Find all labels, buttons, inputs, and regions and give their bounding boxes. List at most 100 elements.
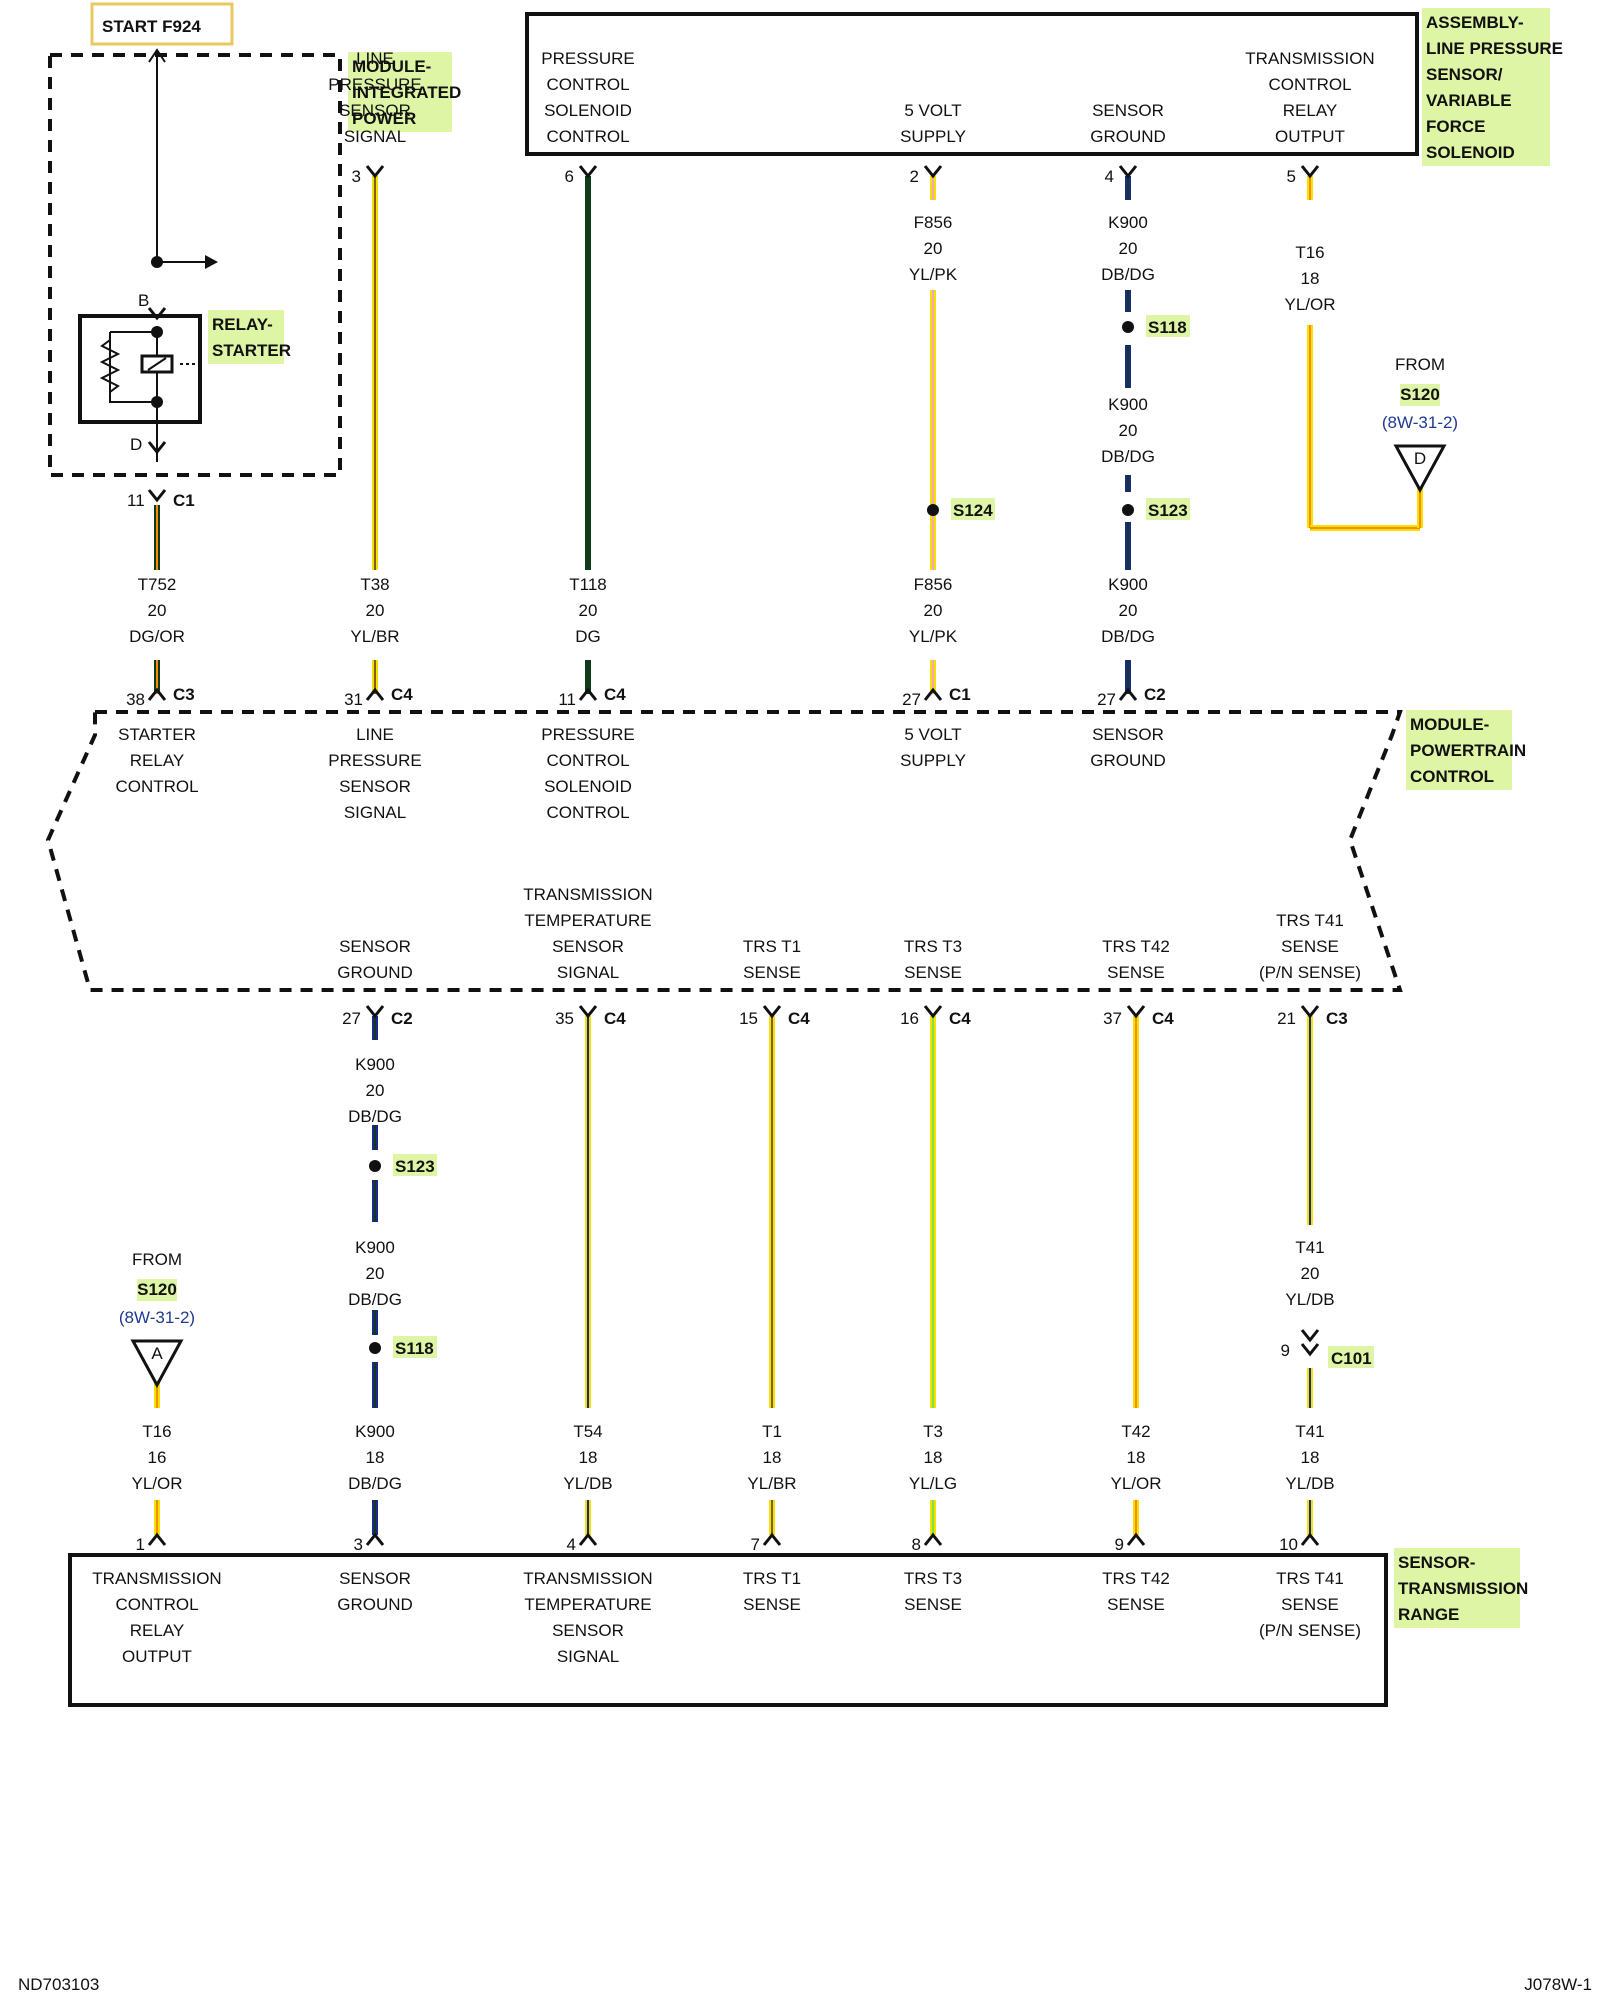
trs-pin-number: 9 <box>1115 1535 1124 1554</box>
pcm-top-pin-number: 38 <box>126 690 145 709</box>
pcm-bottom-pin-mark <box>365 1005 385 1019</box>
wire-label-t16-bot: 16 <box>148 1448 167 1467</box>
trs-title: TRANSMISSION <box>1398 1579 1528 1598</box>
wire-label-t16-top: 18 <box>1301 269 1320 288</box>
trs-pin-mark <box>365 1532 385 1546</box>
pcm-top-pin-label: SOLENOID <box>544 777 632 796</box>
pcm-bottom-pin-number: 21 <box>1277 1009 1296 1028</box>
trs-pin-number: 8 <box>912 1535 921 1554</box>
lps-pin-label: SENSOR <box>339 101 411 120</box>
wire-label-k900-5: K900 <box>355 1238 395 1257</box>
wire-label-k900-4: 20 <box>366 1081 385 1100</box>
wire-label-t38: T38 <box>360 575 389 594</box>
lps-pin-label: SENSOR <box>1092 101 1164 120</box>
pcm-bottom-pin-label: TRANSMISSION <box>523 885 652 904</box>
wire-label-t752: 20 <box>148 601 167 620</box>
pcm-bottom-conn: C4 <box>604 1009 626 1028</box>
pcm-outline <box>45 710 1403 992</box>
offpage-d-triangle <box>1393 444 1447 494</box>
offpage-d-from: FROM <box>1395 355 1445 374</box>
lps-title: LINE PRESSURE <box>1426 39 1563 58</box>
pcm-top-pin-label: CONTROL <box>546 803 629 822</box>
wire-label-t1: YL/BR <box>747 1474 796 1493</box>
wire-label-t41-bot: 18 <box>1301 1448 1320 1467</box>
pcm-bottom-pin-label: TRS T41 <box>1276 911 1344 930</box>
pcm-title-highlight <box>1406 710 1512 790</box>
trs-pin-label: SIGNAL <box>557 1647 619 1666</box>
trs-pin-label: TRS T41 <box>1276 1569 1344 1588</box>
relay-outline <box>78 314 202 424</box>
offpage-d-splice: S120 <box>1400 385 1440 404</box>
pcm-top-conn: C4 <box>604 685 626 704</box>
pcm-top-pin-label: SENSOR <box>339 777 411 796</box>
pcm-top-conn: C1 <box>949 685 971 704</box>
lps-outline <box>525 12 1419 156</box>
pcm-top-pin-number: 11 <box>558 690 576 709</box>
relay-resistor <box>99 339 121 393</box>
wire-label-k900-6: K900 <box>355 1422 395 1441</box>
relay-pin-d-mark <box>147 441 167 455</box>
tipm-title: INTEGRATED <box>352 83 461 102</box>
trs-pin-mark <box>578 1532 598 1546</box>
lps-pin-number: 5 <box>1287 167 1296 186</box>
pcm-bottom-pin-number: 35 <box>555 1009 574 1028</box>
splice-s118-top-dot <box>1122 321 1134 333</box>
pcm-bottom-pin-label: SENSOR <box>552 937 624 956</box>
wire-label-t41-top: T41 <box>1295 1238 1324 1257</box>
wire-label-k900-5: 20 <box>366 1264 385 1283</box>
pcm-title: MODULE- <box>1410 715 1489 734</box>
pcm-title: CONTROL <box>1410 767 1494 786</box>
lps-pin-label: 5 VOLT <box>904 101 961 120</box>
lps-pin-number: 3 <box>352 167 361 186</box>
pcm-bottom-pin-label: TRS T3 <box>904 937 962 956</box>
pcm-bottom-pin-number: 37 <box>1103 1009 1122 1028</box>
trs-pin-mark <box>147 1532 167 1546</box>
lps-title-highlight <box>1422 8 1550 166</box>
pcm-top-pin-number: 27 <box>902 690 921 709</box>
pcm-bottom-pin-label: SENSE <box>904 963 962 982</box>
wire-label-k900-5: DB/DG <box>348 1290 402 1309</box>
trs-pin-label: CONTROL <box>115 1595 198 1614</box>
trs-pin-number: 4 <box>567 1535 576 1554</box>
lps-pin-number: 2 <box>910 167 919 186</box>
wire-label-f856-bot: YL/PK <box>909 627 958 646</box>
trs-pin-label: OUTPUT <box>122 1647 192 1666</box>
pcm-top-conn: C4 <box>391 685 413 704</box>
wire-label-k900-3: K900 <box>1108 575 1148 594</box>
wire-label-t3: YL/LG <box>909 1474 957 1493</box>
trs-pin-mark <box>762 1532 782 1546</box>
pcm-top-pin-mark <box>1118 687 1138 701</box>
lps-pin-label: RELAY <box>1283 101 1338 120</box>
trs-pin-label: TRS T1 <box>743 1569 801 1588</box>
pcm-bottom-pin-mark <box>762 1005 782 1019</box>
splice-s118-top: S118 <box>1148 318 1187 337</box>
trs-pin-label: SENSE <box>743 1595 801 1614</box>
offpage-d-splice-highlight <box>1400 384 1440 406</box>
pcm-bottom-pin-label: TRS T1 <box>743 937 801 956</box>
component-outlines <box>45 2 1419 1707</box>
offpage-a-ref: (8W-31-2) <box>119 1308 195 1327</box>
pcm-bottom-conn: C2 <box>391 1009 413 1028</box>
lps-pin-number: 6 <box>565 167 574 186</box>
trs-title-highlight <box>1394 1548 1520 1628</box>
splice-s118-bot: S118 <box>395 1339 434 1358</box>
splice-s123-top: S123 <box>1148 501 1188 520</box>
trs-pin-label: SENSE <box>1107 1595 1165 1614</box>
offpage-a-splice: S120 <box>137 1280 177 1299</box>
pcm-top-pin-mark <box>923 687 943 701</box>
pcm-top-pin-label: CONTROL <box>115 777 198 796</box>
trs-pin-label: TRANSMISSION <box>92 1569 221 1588</box>
branch-arrow <box>205 255 218 269</box>
wire-label-k900-3: DB/DG <box>1101 627 1155 646</box>
splice-s123-bot-highlight <box>393 1154 437 1176</box>
lps-title: FORCE <box>1426 117 1486 136</box>
lps-pin-mark <box>578 165 598 179</box>
feed-arrow <box>148 48 166 63</box>
lps-pin-mark <box>923 165 943 179</box>
splice-s124: S124 <box>953 501 993 520</box>
splice-s123-top-dot <box>1122 504 1134 516</box>
c101-highlight <box>1328 1346 1374 1368</box>
wire-label-t16-top: T16 <box>1295 243 1324 262</box>
pcm-bottom-pin-label: SENSE <box>1107 963 1165 982</box>
